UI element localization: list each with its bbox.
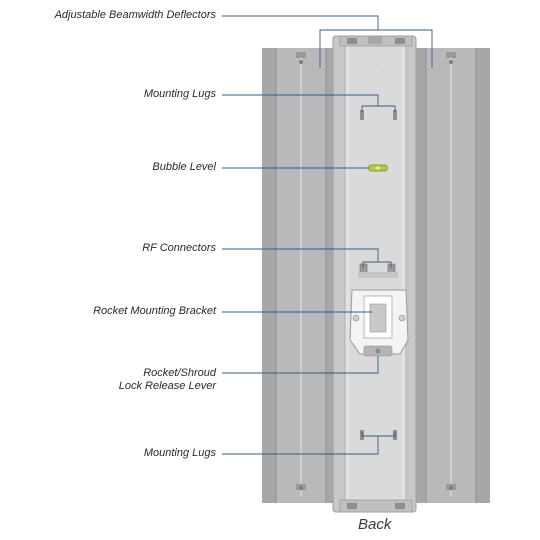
view-caption: Back [358,516,392,533]
label-mounting-lugs-top: Mounting Lugs [143,88,216,100]
bubble-level [368,164,388,172]
label-shroud-release-line2: Lock Release Lever [118,380,216,392]
svg-text:~: ~ [375,64,378,70]
label-deflectors: Adjustable Beamwidth Deflectors [54,9,216,21]
leader-deflectors [222,15,379,30]
label-rf-connectors: RF Connectors [142,242,216,254]
leader-lugs-bottom-split [361,432,396,437]
leader-rf-split [362,261,392,268]
label-shroud-release: Rocket/Shroud Lock Release Lever [119,367,216,393]
leader-lugs-bottom [222,436,379,455]
leader-lines [222,15,433,455]
left-deflector-panel [262,48,340,503]
label-mounting-lugs-bottom: Mounting Lugs [143,447,216,459]
leader-deflectors-split [319,29,433,68]
label-bubble-level: Bubble Level [152,161,216,173]
mounting-lugs-top [360,110,397,120]
leader-lugs-top [222,94,379,106]
leader-rf [222,248,379,262]
label-shroud-release-line1: Rocket/Shroud [143,367,216,379]
leader-lugs-top-split [361,105,396,112]
leader-lever [222,356,379,374]
rf-connectors [358,263,398,278]
label-rocket-bracket: Rocket Mounting Bracket [93,305,216,317]
right-deflector-panel [410,48,490,503]
shroud-lock-release-lever [363,345,393,357]
rocket-mounting-bracket [349,289,409,355]
